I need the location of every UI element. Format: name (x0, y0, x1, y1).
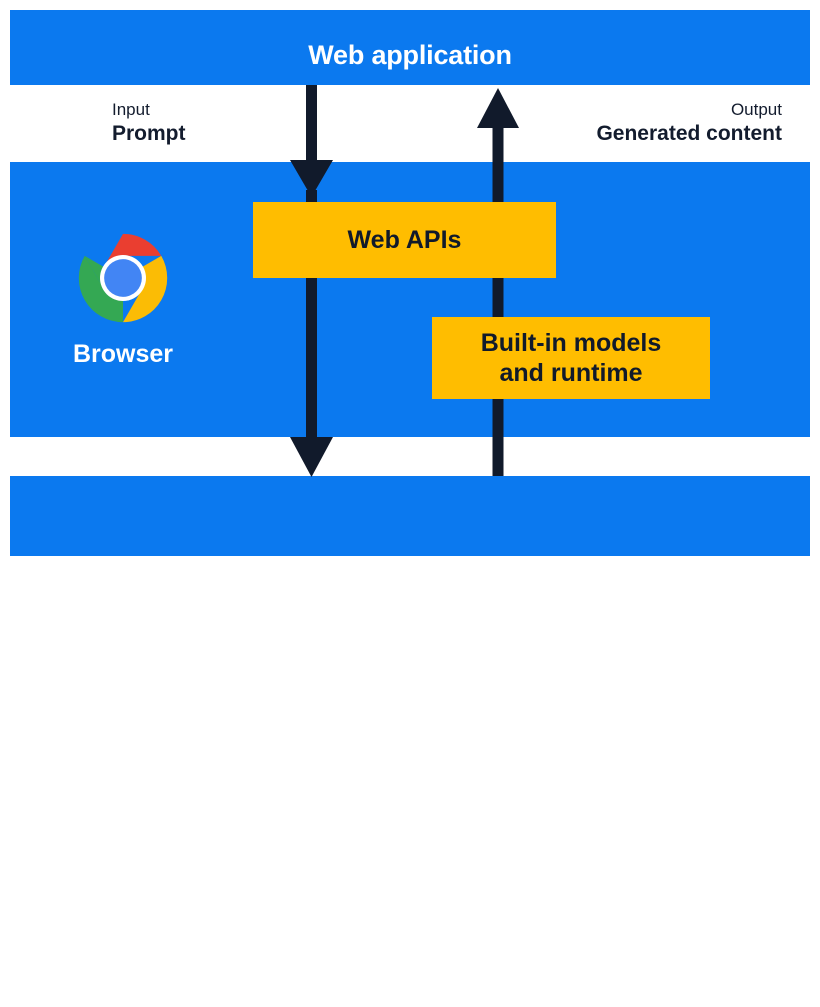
output-value: Generated content (596, 121, 782, 145)
input-kicker: Input (112, 100, 150, 119)
browser-label: Browser (72, 340, 174, 368)
local-hardware-label: Local hardware (CPU / GPU / NPU) (192, 976, 628, 1006)
built-in-models-line-1: Built-in models (480, 328, 662, 357)
web-application-label: Web application (308, 40, 512, 70)
browser-badge: Browser (48, 232, 198, 369)
diagram-canvas: Web application Local hardware (CPU / GP… (10, 10, 810, 1006)
web-apis-label: Web APIs (347, 225, 462, 254)
output-annotation: Output Generated content (596, 99, 782, 148)
local-hardware-band: Local hardware (CPU / GPU / NPU) (10, 476, 810, 1006)
web-apis-box: Web APIs (253, 202, 556, 278)
built-in-models-box: Built-in models and runtime (432, 317, 710, 399)
chrome-logo-icon (78, 233, 168, 323)
web-application-band: Web application (10, 10, 810, 85)
input-annotation: Input Prompt (112, 99, 186, 148)
input-value: Prompt (112, 121, 186, 145)
output-kicker: Output (730, 100, 782, 119)
built-in-models-label: Built-in models and runtime (481, 328, 662, 389)
built-in-models-line-2: and runtime (499, 359, 643, 387)
